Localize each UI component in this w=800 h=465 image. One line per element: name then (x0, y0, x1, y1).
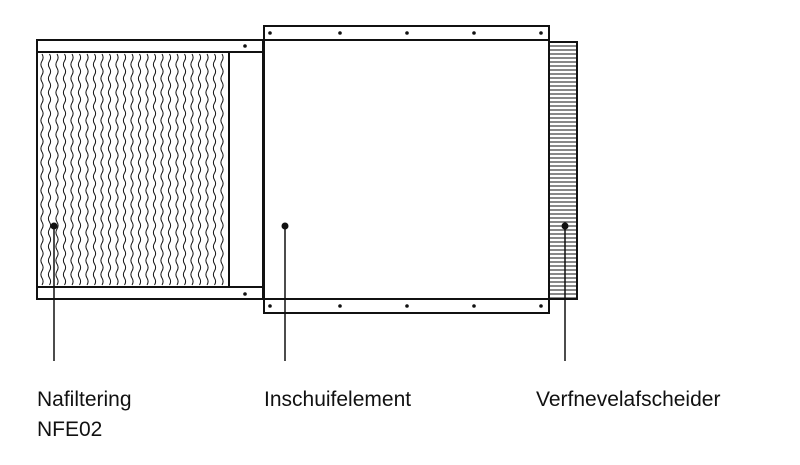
pleat-line (85, 53, 89, 286)
rivet (539, 304, 543, 308)
pointer-dot-nafiltering (50, 222, 58, 230)
rivet (338, 31, 342, 35)
label-inschuifelement: Inschuifelement (264, 388, 412, 411)
inschuifelement-frame (263, 25, 550, 314)
pleat-line (122, 53, 127, 286)
pleat-line (40, 53, 44, 286)
rivet (243, 44, 247, 48)
label-nafiltering-name: Nafiltering (37, 388, 132, 411)
rivet (268, 31, 272, 35)
label-nafiltering-code: NFE02 (37, 418, 103, 441)
pleat-line (70, 53, 74, 286)
pleat-line (100, 53, 104, 286)
rivet (472, 31, 476, 35)
rivet (243, 292, 247, 296)
pleat-line (152, 53, 157, 286)
pleat-line (137, 53, 142, 286)
pleat-line (167, 53, 172, 286)
pleat-line (77, 53, 82, 286)
pleat-line (190, 53, 194, 286)
pleat-line (175, 53, 179, 286)
label-verfnevelafscheider: Verfnevelafscheider (536, 388, 721, 411)
pointer-dot-verfnevelafscheider (561, 222, 569, 230)
pointer-dot-inschuifelement (281, 222, 289, 230)
rivet (268, 304, 272, 308)
pleat-line (145, 53, 149, 286)
pleat-line (92, 53, 97, 286)
pleat-line (197, 53, 202, 286)
pleat-line (130, 53, 134, 286)
pleat-line (115, 53, 119, 286)
pleat-line (160, 53, 164, 286)
rivet (472, 304, 476, 308)
rivet (405, 31, 409, 35)
label-nafiltering: Nafiltering NFE02 (37, 385, 132, 445)
pleat-line (205, 53, 209, 286)
pleated-filter-media (40, 53, 224, 286)
pleat-line (55, 53, 59, 286)
rivet (338, 304, 342, 308)
pleat-line (47, 53, 52, 286)
rivet (405, 304, 409, 308)
pleat-line (107, 53, 112, 286)
pleat-line (212, 53, 217, 286)
pleat-line (62, 53, 67, 286)
rivet (539, 31, 543, 35)
pleat-line (220, 53, 224, 286)
pleat-line (182, 53, 187, 286)
grille-slats (549, 45, 577, 299)
